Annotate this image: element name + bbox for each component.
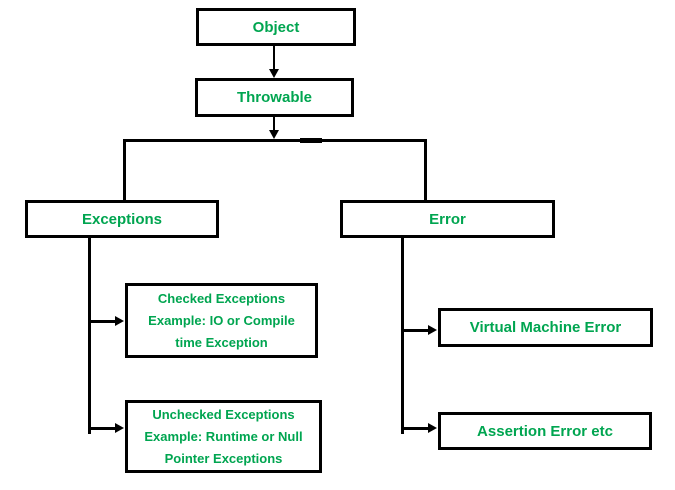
arrowhead-right-icon <box>115 423 124 433</box>
node-unchecked-line-3: Pointer Exceptions <box>164 450 283 466</box>
node-unchecked-exceptions: Unchecked Exceptions Example: Runtime or… <box>125 400 322 473</box>
connector-to-assertion <box>401 427 429 430</box>
node-unchecked-line-2: Example: Runtime or Null <box>144 428 303 444</box>
arrowhead-down-icon <box>269 69 279 78</box>
node-assertion-error: Assertion Error etc <box>438 412 652 450</box>
connector-to-checked <box>88 320 116 323</box>
arrowhead-right-icon <box>428 423 437 433</box>
node-throwable-label: Throwable <box>236 89 312 106</box>
node-error-label: Error <box>429 210 466 228</box>
connector-object-throwable <box>273 45 275 70</box>
node-exceptions: Exceptions <box>25 200 219 238</box>
connector-branch-notch <box>300 138 322 143</box>
node-assertion-label: Assertion Error etc <box>477 422 613 440</box>
arrowhead-down-icon <box>269 130 279 139</box>
node-object-label: Object <box>252 18 300 36</box>
node-checked-line-1: Checked Exceptions <box>157 290 286 306</box>
connector-branch-horizontal <box>123 139 427 142</box>
node-error: Error <box>340 200 555 238</box>
node-object: Object <box>196 8 356 46</box>
node-checked-exceptions: Checked Exceptions Example: IO or Compil… <box>125 283 318 358</box>
node-exceptions-label: Exceptions <box>81 210 163 228</box>
connector-branch-to-error <box>424 139 427 200</box>
connector-exceptions-stem <box>88 238 91 434</box>
connector-to-unchecked <box>88 427 116 430</box>
node-checked-line-2: Example: IO or Compile <box>148 312 295 328</box>
node-vm-label: Virtual Machine Error <box>469 319 622 336</box>
node-unchecked-line-1: Unchecked Exceptions <box>152 406 295 422</box>
node-virtual-machine-error: Virtual Machine Error <box>438 308 653 347</box>
arrowhead-right-icon <box>115 316 124 326</box>
connector-throwable-branch <box>273 117 275 132</box>
node-checked-line-3: time Exception <box>175 334 268 350</box>
node-throwable: Throwable <box>195 78 354 117</box>
arrowhead-right-icon <box>428 325 437 335</box>
connector-error-stem <box>401 238 404 434</box>
connector-branch-to-exceptions <box>123 139 126 200</box>
connector-to-virtual-machine <box>401 329 429 332</box>
